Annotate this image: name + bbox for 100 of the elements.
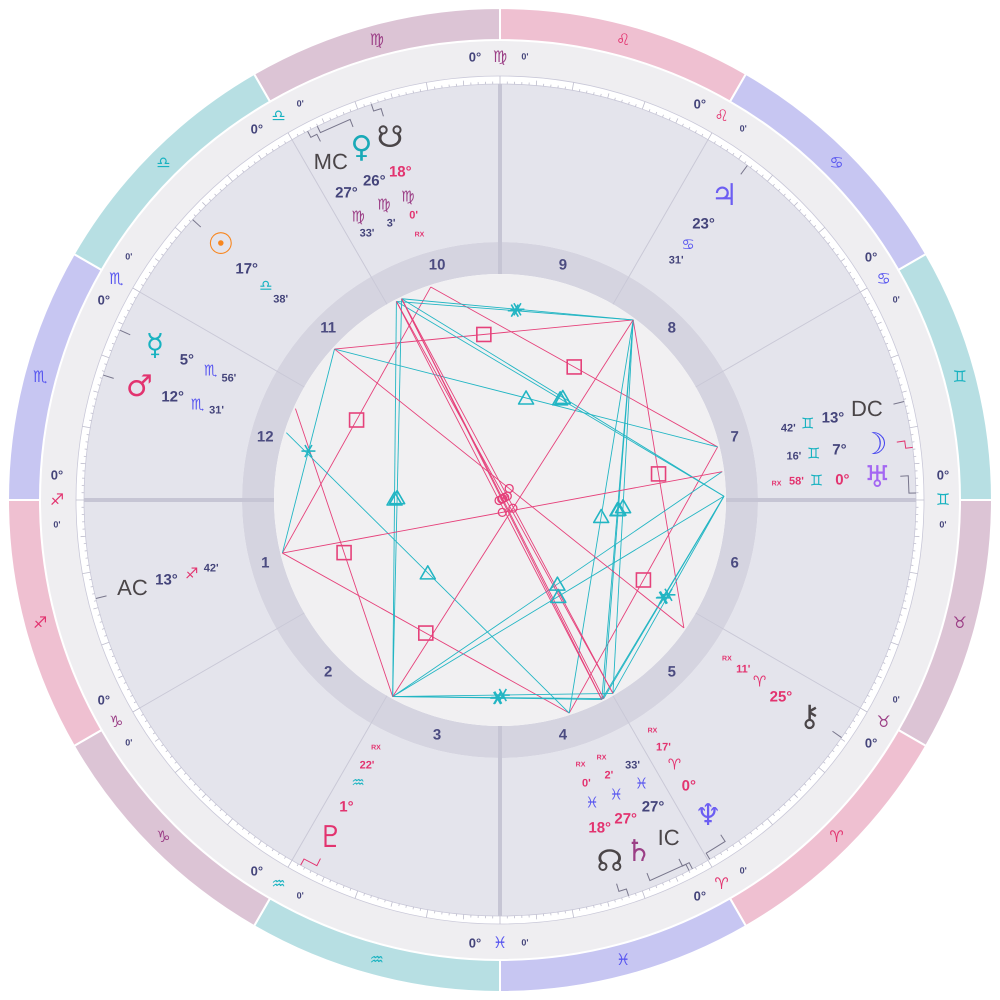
angle-label: AC (117, 577, 148, 600)
zodiac-sign: ♈ (752, 674, 766, 690)
zodiac-sign: ♏ (190, 398, 204, 413)
minute-value: 0' (740, 866, 747, 876)
house-number: 5 (668, 664, 676, 680)
planet-symbol: ⚷ (798, 702, 821, 732)
degree-value: 0° (682, 778, 696, 794)
degree-value: 0° (864, 736, 878, 750)
degree-value: 5° (180, 352, 194, 368)
zodiac-sign: ♊ (936, 492, 950, 508)
zodiac-sign: ♒ (370, 952, 384, 968)
zodiac-sign: ♌ (616, 32, 630, 48)
zodiac-sign: ♎ (271, 108, 286, 124)
zodiac-sign: ♈ (714, 876, 729, 892)
zodiac-sign: ♊ (800, 416, 814, 432)
house-number: 8 (668, 320, 676, 336)
zodiac-sign: ♓ (492, 935, 508, 951)
degree-value: 23° (692, 216, 715, 232)
zodiac-sign: ♈ (668, 757, 682, 772)
minute-value: 31' (668, 255, 684, 266)
zodiac-sign: ♍ (492, 49, 508, 65)
minute-value: 33' (360, 228, 374, 240)
minute-value: 0' (521, 52, 529, 62)
minute-value: 0' (296, 892, 304, 901)
house-number: 2 (324, 664, 332, 680)
degree-value: 0° (250, 864, 264, 878)
degree-value: 0° (864, 250, 878, 264)
planet-symbol: ♆ (694, 800, 722, 831)
minute-value: 0' (939, 520, 947, 530)
minute-value: 3' (386, 218, 396, 230)
degree-value: 1° (339, 799, 354, 814)
house-number: 9 (558, 258, 568, 273)
minute-value: 16' (786, 452, 802, 463)
minute-value: 0' (296, 99, 304, 108)
minute-value: 17' (656, 742, 671, 754)
zodiac-sign: ♓ (609, 787, 623, 802)
planet-symbol: ☉ (207, 230, 234, 260)
minute-value: 0' (582, 778, 591, 790)
house-number: 4 (558, 727, 568, 742)
zodiac-sign: ♓ (616, 952, 630, 968)
degree-value: 17° (235, 261, 258, 276)
minute-value: 0' (892, 296, 900, 305)
minute-value: 11' (736, 664, 750, 676)
zodiac-sign: ♒ (351, 776, 365, 791)
degree-value: 7° (832, 442, 847, 458)
degree-value: 27° (614, 812, 638, 827)
zodiac-sign: ♉ (876, 714, 891, 730)
zodiac-sign: ♑ (156, 828, 171, 845)
minute-value: 0' (409, 210, 418, 222)
degree-value: 0° (694, 97, 706, 110)
house-number: 11 (320, 320, 336, 336)
minute-value: 56' (221, 373, 236, 384)
degree-value: 0° (468, 50, 482, 64)
degree-value: 13° (155, 572, 178, 588)
degree-value: 13° (822, 410, 844, 426)
degree-value: 0° (694, 890, 706, 903)
zodiac-sign: ♐ (185, 566, 198, 582)
house-number: 7 (730, 430, 739, 445)
zodiac-sign: ♏ (33, 368, 48, 385)
planet-symbol: ☿ (146, 330, 164, 361)
angle-label: MC (314, 151, 348, 173)
planet-symbol: ♀ (350, 133, 372, 164)
zodiac-sign: ♍ (370, 32, 384, 48)
house-number: 3 (432, 727, 442, 742)
minute-value: 42' (204, 564, 219, 575)
degree-value: 0° (50, 468, 64, 482)
minute-value: 0' (125, 252, 132, 262)
minute-value: 0' (125, 738, 132, 748)
house-number: 1 (261, 555, 270, 570)
planet-symbol: ♄ (625, 836, 652, 867)
zodiac-sign: ♊ (806, 446, 820, 462)
planet-symbol: ♃ (710, 180, 738, 211)
zodiac-sign: ♏ (204, 363, 218, 378)
minute-value: 2' (604, 770, 614, 782)
zodiac-sign: ♍ (401, 189, 415, 204)
degree-value: 0° (98, 294, 110, 307)
zodiac-sign: ♋ (829, 155, 844, 172)
minute-value: 42' (780, 423, 796, 434)
minute-value: 58' (789, 476, 804, 488)
house-number: 6 (730, 555, 739, 570)
minute-value: 38' (273, 294, 288, 306)
degree-value: 0° (468, 936, 482, 950)
zodiac-sign: ♌ (714, 108, 729, 124)
zodiac-sign: ♓ (634, 776, 648, 792)
planet-symbol: ☋ (376, 123, 404, 154)
degree-value: 27° (642, 799, 664, 814)
zodiac-sign: ♋ (876, 270, 891, 286)
degree-value: 25° (770, 689, 792, 704)
zodiac-sign: ♐ (50, 492, 64, 508)
zodiac-sign: ♎ (259, 278, 273, 294)
minute-value: 31' (209, 406, 224, 417)
minute-value: 0' (53, 520, 61, 530)
degree-value: 0° (250, 122, 264, 136)
planet-symbol: ♅ (864, 462, 891, 493)
planet-symbol: ♂ (126, 372, 153, 402)
planet-symbol: ☊ (596, 846, 624, 877)
degree-value: 18° (588, 820, 612, 836)
planet-symbol: ♇ (317, 822, 344, 853)
minute-value: 22' (360, 760, 374, 772)
degree-value: 12° (161, 390, 184, 405)
